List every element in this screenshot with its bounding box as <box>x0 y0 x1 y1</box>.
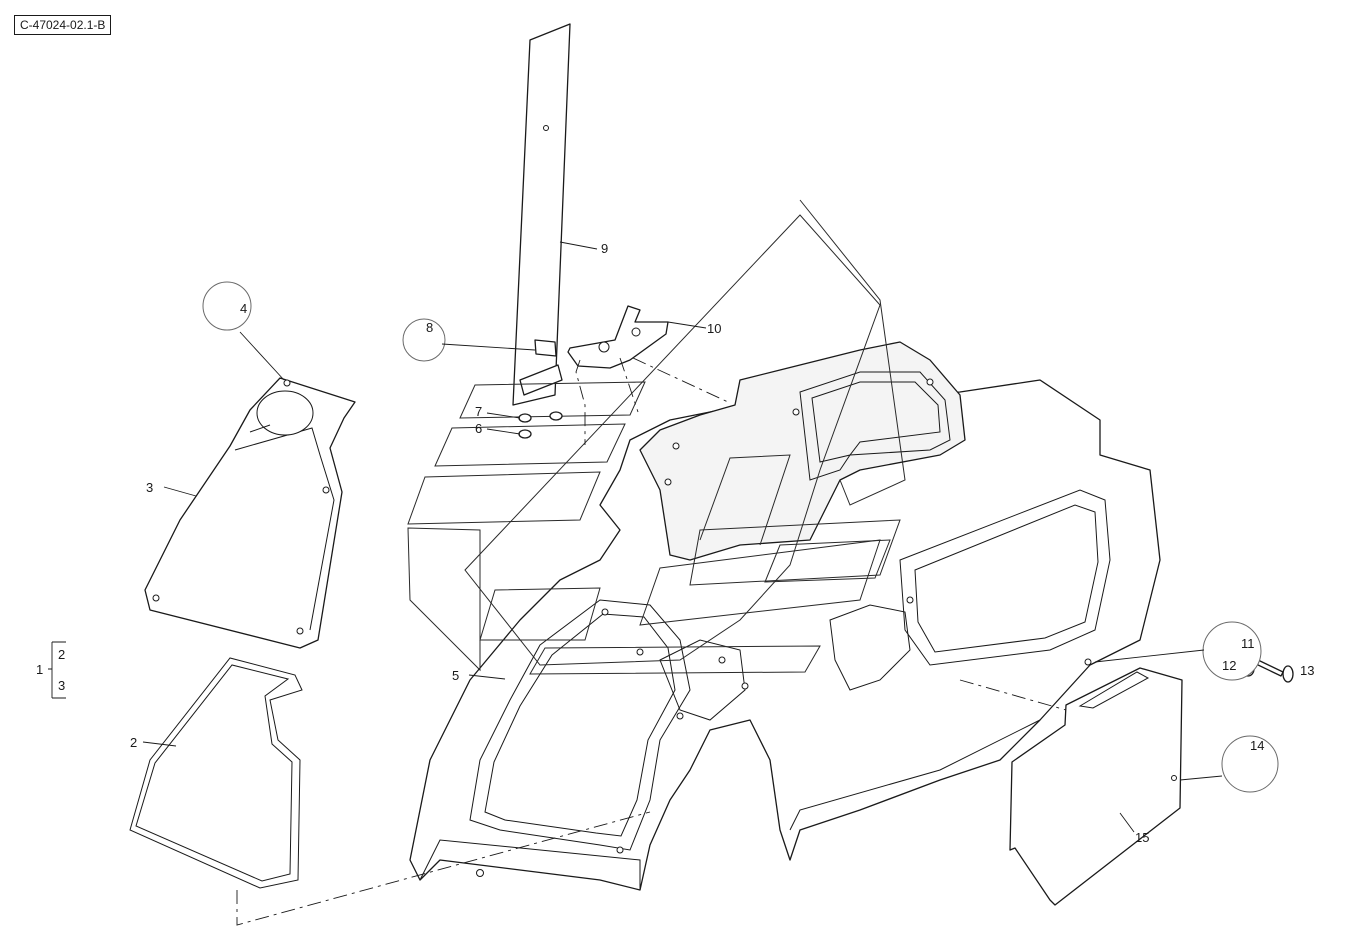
callout-13: 13 <box>1300 663 1314 678</box>
callout-6: 6 <box>475 421 482 436</box>
drawing-code-label: C-47024-02.1-B <box>14 15 112 35</box>
detail-bubble-4 <box>202 281 252 331</box>
part-10-bracket[interactable] <box>567 305 669 369</box>
part-13-screw[interactable] <box>1255 659 1294 683</box>
part-15-side-panel[interactable] <box>1009 667 1183 906</box>
callout-2: 2 <box>130 735 137 750</box>
callout-9: 9 <box>601 241 608 256</box>
callout-labels: 1 2 3 2 3 4 5 6 7 8 9 10 11 12 13 14 15 <box>36 241 1314 845</box>
callout-3-group: 3 <box>58 678 65 693</box>
callout-5: 5 <box>452 668 459 683</box>
assembly-centerlines <box>236 357 1067 926</box>
part-7-nuts[interactable] <box>518 411 563 423</box>
part-3-side-panel[interactable] <box>144 377 356 649</box>
detail-bubble-8 <box>402 318 446 362</box>
callout-8: 8 <box>426 320 433 335</box>
callout-3: 3 <box>146 480 153 495</box>
callout-15: 15 <box>1135 830 1149 845</box>
part-6-nut[interactable] <box>518 429 532 439</box>
callout-1: 1 <box>36 662 43 677</box>
detail-bubble-14 <box>1221 735 1279 793</box>
assembly-group-bracket <box>48 641 66 699</box>
callout-12: 12 <box>1222 658 1236 673</box>
callout-11: 11 <box>1241 636 1255 651</box>
callout-10: 10 <box>707 321 721 336</box>
part-2-gasket[interactable] <box>129 657 303 889</box>
callout-7: 7 <box>475 404 482 419</box>
ghost-panels <box>407 199 906 675</box>
part-9-vertical-plate[interactable] <box>512 23 571 406</box>
callout-14: 14 <box>1250 738 1264 753</box>
callout-2-group: 2 <box>58 647 65 662</box>
callout-4: 4 <box>240 301 247 316</box>
leader-lines <box>142 241 1223 833</box>
detail-bubble-11-12 <box>1202 621 1262 681</box>
